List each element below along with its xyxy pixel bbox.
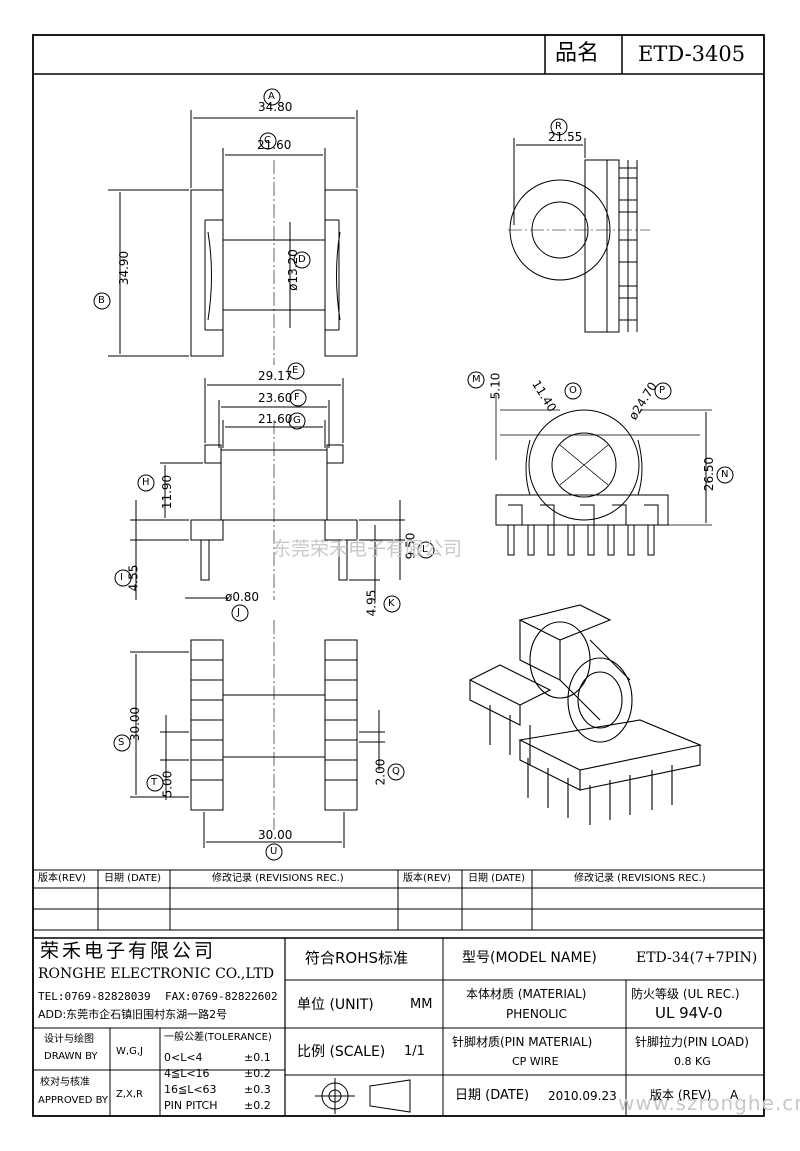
date-header-2: 日期 (DATE) [468, 873, 525, 884]
balloon-U: U [270, 846, 278, 857]
version-label: 版本 (REV) [650, 1088, 712, 1102]
tol-range-0: 0<L<4 [164, 1051, 203, 1064]
pin-material-value: CP WIRE [512, 1055, 559, 1068]
dim-C-value: 21.60 [257, 138, 292, 152]
rec-header-1: 修改记录 (REVISIONS REC.) [212, 873, 344, 884]
scale-value: 1/1 [404, 1044, 425, 1059]
tol-value-1: ±0.2 [244, 1067, 271, 1080]
company-address: ADD:东莞市企石镇旧围村东湖一路2号 [38, 1008, 228, 1021]
date-label: 日期 (DATE) [455, 1088, 530, 1103]
rec-header-2: 修改记录 (REVISIONS REC.) [574, 873, 706, 884]
front-profile-view [495, 395, 712, 556]
version-value: A [730, 1088, 739, 1102]
balloon-S: S [118, 737, 125, 748]
side-view [508, 138, 650, 333]
drawn-by-value: W,G,J [116, 1046, 143, 1057]
approved-by-cn: 校对与核准 [40, 1077, 90, 1088]
balloon-T: T [151, 777, 158, 788]
pin-load-value: 0.8 KG [674, 1055, 711, 1068]
balloon-C: C [264, 135, 271, 146]
balloon-A: A [268, 91, 275, 102]
company-name-cn: 荣禾电子有限公司 [40, 940, 217, 962]
balloon-K: K [388, 598, 395, 609]
rohs-label: 符合ROHS标准 [305, 949, 409, 967]
revision-table-lines [32, 869, 765, 931]
pin-load-label: 针脚拉力(PIN LOAD) [635, 1035, 749, 1049]
approved-by-value: Z,X,R [116, 1089, 144, 1100]
balloon-P: P [659, 385, 666, 396]
material-value: PHENOLIC [506, 1007, 567, 1021]
approved-by-en: APPROVED BY [38, 1095, 109, 1106]
drawn-by-cn: 设计与绘图 [44, 1034, 94, 1045]
dim-A-value: 34.80 [258, 100, 293, 114]
rev-header-2: 版本(REV) [403, 873, 451, 884]
dim-H-value: 11.90 [160, 474, 175, 510]
material-label: 本体材质 (MATERIAL) [466, 987, 587, 1001]
date-header-1: 日期 (DATE) [104, 873, 161, 884]
balloon-F: F [294, 392, 300, 403]
flame-value: UL 94V-0 [655, 1004, 723, 1022]
dim-B-value: 34.90 [117, 250, 132, 286]
balloon-D: D [298, 254, 306, 265]
title-block-lines [33, 937, 764, 1116]
dim-J-value: ø0.80 [225, 590, 260, 604]
balloon-M: M [472, 374, 481, 385]
balloon-H: H [142, 477, 150, 488]
dim-U-value: 30.00 [258, 828, 293, 842]
watermark-company: 东莞荣禾电子有限公司 [272, 538, 463, 560]
balloon-I: I [120, 572, 123, 583]
balloon-E: E [292, 365, 299, 376]
flame-label: 防火等级 (UL REC.) [631, 987, 740, 1001]
dim-F-value: 23.60 [258, 391, 293, 405]
isometric-view [469, 604, 702, 825]
name-label: 品名 [555, 41, 600, 66]
sheet-border [32, 34, 765, 1117]
tol-range-2: 16≦L<63 [164, 1083, 217, 1096]
dim-Q-value: 2.00 [373, 758, 388, 786]
dim-G-value: 21.60 [258, 412, 293, 426]
balloon-O: O [569, 385, 577, 396]
tol-value-2: ±0.3 [244, 1083, 271, 1096]
part-number: ETD-3405 [638, 42, 746, 66]
tol-value-3: ±0.2 [244, 1099, 271, 1112]
balloon-Q: Q [392, 766, 400, 777]
tol-range-3: PIN PITCH [164, 1099, 218, 1112]
tol-value-0: ±0.1 [244, 1051, 271, 1064]
balloon-L: L [422, 544, 428, 555]
unit-value: MM [410, 997, 433, 1012]
balloon-R: R [555, 121, 562, 132]
company-name-en: RONGHE ELECTRONIC CO.,LTD [38, 966, 275, 982]
balloon-B: B [98, 295, 105, 306]
dim-I-value: 4.55 [126, 564, 141, 592]
dim-E-value: 29.17 [258, 369, 293, 383]
dim-R-value: 21.55 [548, 130, 583, 144]
tol-range-1: 4≦L<16 [164, 1067, 210, 1080]
dim-T-value: 5.00 [160, 770, 175, 798]
unit-label: 单位 (UNIT) [297, 997, 374, 1013]
balloon-J: J [237, 607, 240, 618]
company-fax: FAX:0769-82822602 [165, 990, 278, 1003]
rev-header-1: 版本(REV) [38, 873, 86, 884]
watermark-site: www.szronghe.cn [618, 1091, 800, 1115]
elevation-view [130, 378, 405, 600]
company-tel: TEL:0769-82828039 [38, 990, 151, 1003]
scale-label: 比例 (SCALE) [297, 1044, 386, 1060]
front-view [108, 110, 358, 365]
dim-N-value: 26.50 [702, 456, 717, 492]
drawn-by-en: DRAWN BY [44, 1051, 98, 1062]
bottom-view [130, 620, 385, 848]
balloon-G: G [293, 415, 301, 426]
model-label: 型号(MODEL NAME) [462, 950, 597, 966]
dim-K-value: 4.95 [364, 589, 379, 617]
tolerance-title: 一般公差(TOLERANCE) [164, 1032, 272, 1043]
balloon-N: N [721, 469, 729, 480]
model-value: ETD-34(7+7PIN) [636, 950, 758, 966]
date-value: 2010.09.23 [548, 1089, 617, 1103]
dim-S-value: 30.00 [128, 706, 143, 742]
pin-material-label: 针脚材质(PIN MATERIAL) [452, 1035, 593, 1049]
dim-M-value: 5.10 [488, 372, 503, 400]
